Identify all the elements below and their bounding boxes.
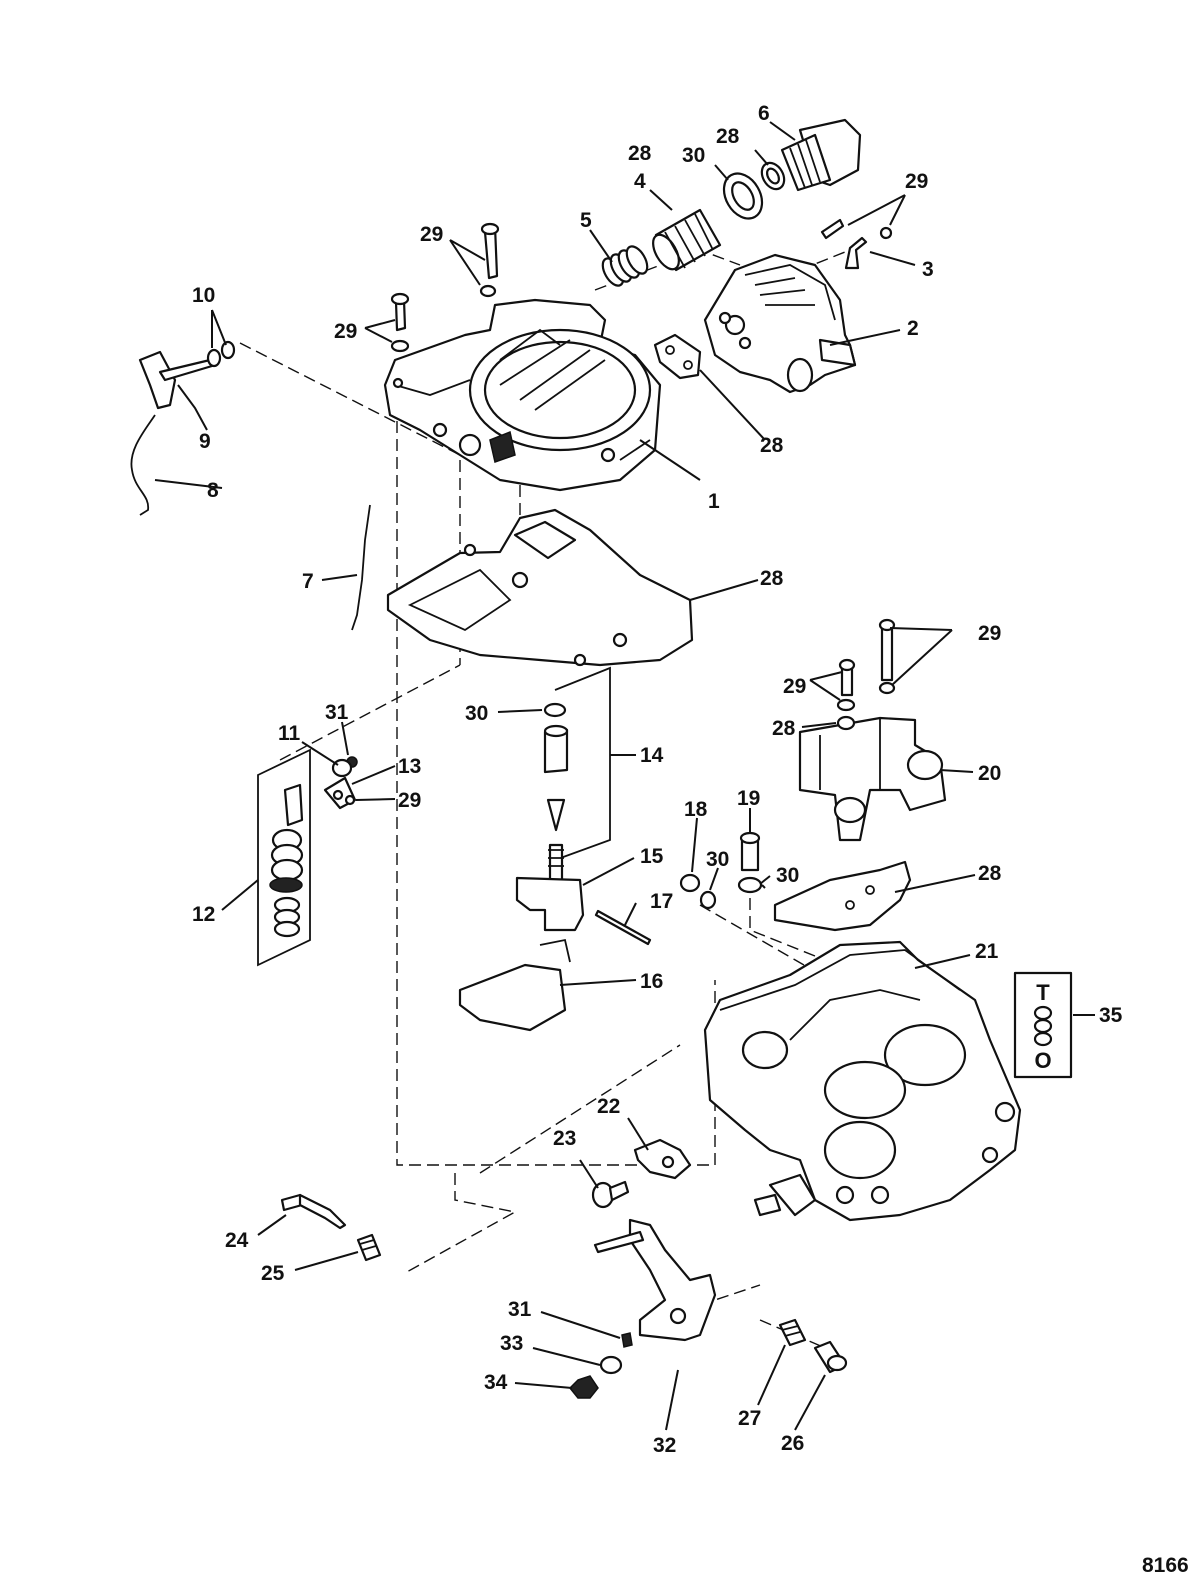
callout-23: 23 [553,1127,576,1150]
callout-21: 21 [975,940,999,963]
callout-29-pump: 29 [398,789,421,812]
lever-hardware [568,1332,633,1399]
idle-mixture-needle [280,1193,382,1262]
callout-28-choke-gasket: 28 [760,434,784,457]
pump-retainer-parts [323,756,358,810]
callout-30-top: 30 [682,144,705,167]
callout-17: 17 [650,890,673,913]
callout-11: 11 [278,722,301,745]
callout-12: 12 [192,903,215,926]
callout-4: 4 [634,170,646,193]
choke-housing [703,253,857,394]
fast-idle-cam [633,1138,692,1180]
callout-28-top: 28 [628,142,652,165]
callout-28-main-gasket: 28 [760,567,784,590]
callout-6: 6 [758,102,770,125]
callout-29-cluster-right: 29 [978,622,1001,645]
callout-33: 33 [500,1332,523,1355]
float [458,938,571,1032]
main-gasket [386,508,694,667]
kit-legend: T O [1013,971,1073,1079]
callout-28-cluster-washer: 28 [772,717,796,740]
callout-13: 13 [398,755,421,778]
callout-14: 14 [640,744,664,767]
choke-lever-assembly [130,340,236,516]
kit-symbol-bottom: O [1034,1048,1051,1073]
callout-28-cluster-gasket: 28 [978,862,1002,885]
callout-16: 16 [640,970,663,993]
callout-29-top-right: 29 [905,170,928,193]
kit-symbol-top: T [1036,980,1050,1005]
top-washers [722,161,786,220]
callout-2: 2 [907,317,919,340]
callout-29-top-screw: 29 [420,223,443,246]
callout-20: 20 [978,762,1001,785]
callout-29-cluster-left: 29 [783,675,806,698]
callout-numbers: 1 2 3 4 5 6 7 8 9 10 11 12 13 14 15 16 1… [192,102,1123,1457]
idle-screw [591,1180,630,1209]
venturi-cluster [798,618,947,842]
float-hinge [515,876,585,932]
callout-34: 34 [484,1371,508,1394]
callout-29-left-screw: 29 [334,320,357,343]
callout-3: 3 [922,258,934,281]
callout-7: 7 [302,570,314,593]
fuel-filter [652,208,722,272]
choke-bracket [844,236,868,270]
callout-15: 15 [640,845,664,868]
filter-spring [601,245,649,287]
jets-and-washers [679,831,763,910]
float-bowl-body [703,940,1022,1222]
callout-32: 32 [653,1434,676,1457]
float-pin [594,909,652,946]
fuel-inlet-nut [780,118,862,192]
callout-25: 25 [261,1262,285,1285]
callout-30-right: 30 [776,864,799,887]
callout-5: 5 [580,209,592,232]
callout-8: 8 [207,479,219,502]
callout-27: 27 [738,1407,761,1430]
pump-assembly [257,748,311,967]
callout-24: 24 [225,1229,249,1252]
callout-28-washer: 28 [716,125,740,148]
callout-31-lever: 31 [508,1298,532,1321]
callout-30-jet: 30 [706,848,729,871]
callout-18: 18 [684,798,708,821]
callout-35: 35 [1099,1004,1123,1027]
callout-19: 19 [737,787,760,810]
pump-rod [351,504,371,631]
callout-9: 9 [199,430,211,453]
air-horn-assembly [383,298,662,492]
callout-30-needle: 30 [465,702,488,725]
leader-lines [154,121,1095,1431]
callout-22: 22 [597,1095,620,1118]
figure-number: 8166 [1142,1554,1189,1577]
callout-10: 10 [192,284,215,307]
callout-1: 1 [708,490,720,513]
throttle-stop-screw [778,1318,848,1374]
choke-gasket [653,333,702,380]
throttle-lever [593,1218,717,1342]
callout-26: 26 [781,1432,804,1455]
callout-31-pump: 31 [325,701,349,724]
top-screws [390,218,893,353]
